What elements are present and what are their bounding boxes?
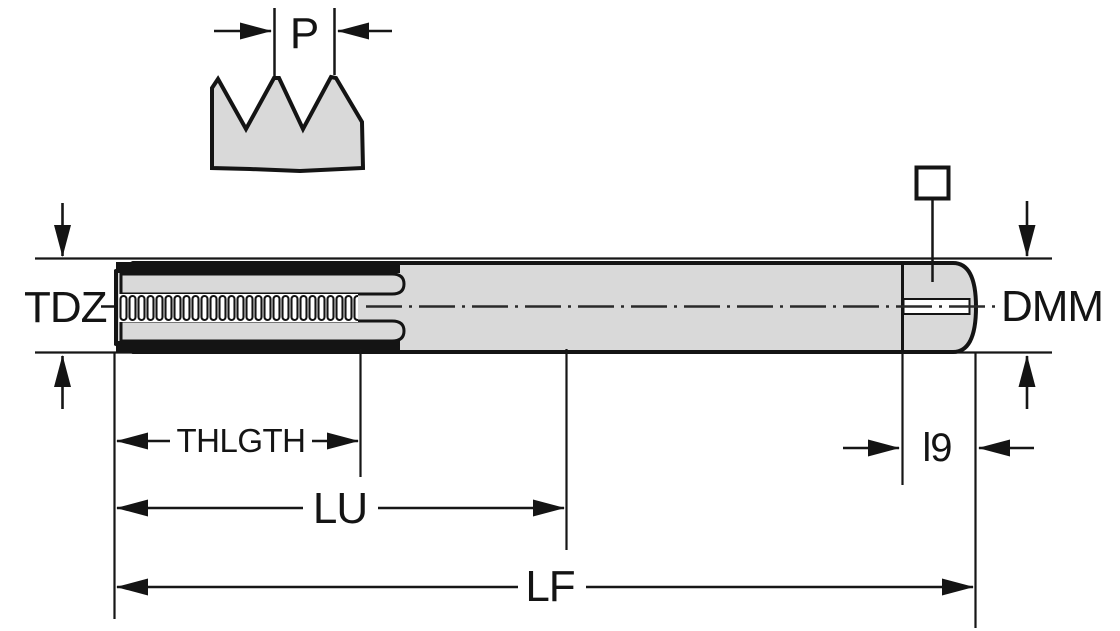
label-thread-diameter: TDZ bbox=[24, 283, 107, 332]
tap-side-view bbox=[101, 165, 997, 354]
label-thread-length: THLGTH bbox=[177, 422, 306, 459]
length-extension-lines bbox=[113, 349, 977, 628]
square-drive-icon bbox=[914, 165, 951, 201]
dimension-lf: LF bbox=[116, 562, 974, 611]
thread-bottom-land bbox=[116, 341, 400, 352]
thread-profile-detail: P bbox=[210, 8, 392, 174]
dimension-lu: LU bbox=[116, 484, 565, 533]
thread-profile-shape bbox=[210, 74, 366, 174]
flute-upper bbox=[119, 272, 406, 296]
label-shank-diameter: DMM bbox=[1001, 282, 1103, 331]
label-functional-length: LF bbox=[525, 562, 574, 611]
thread-top-land bbox=[116, 262, 400, 273]
label-usable-length: LU bbox=[313, 484, 367, 533]
thread-hatch bbox=[119, 294, 358, 322]
flute-lower bbox=[119, 319, 406, 343]
dimension-thlgth: THLGTH bbox=[116, 422, 359, 459]
label-pitch: P bbox=[290, 9, 318, 58]
label-square-length: l9 bbox=[922, 426, 951, 470]
dimension-l9: l9 bbox=[843, 426, 1034, 470]
